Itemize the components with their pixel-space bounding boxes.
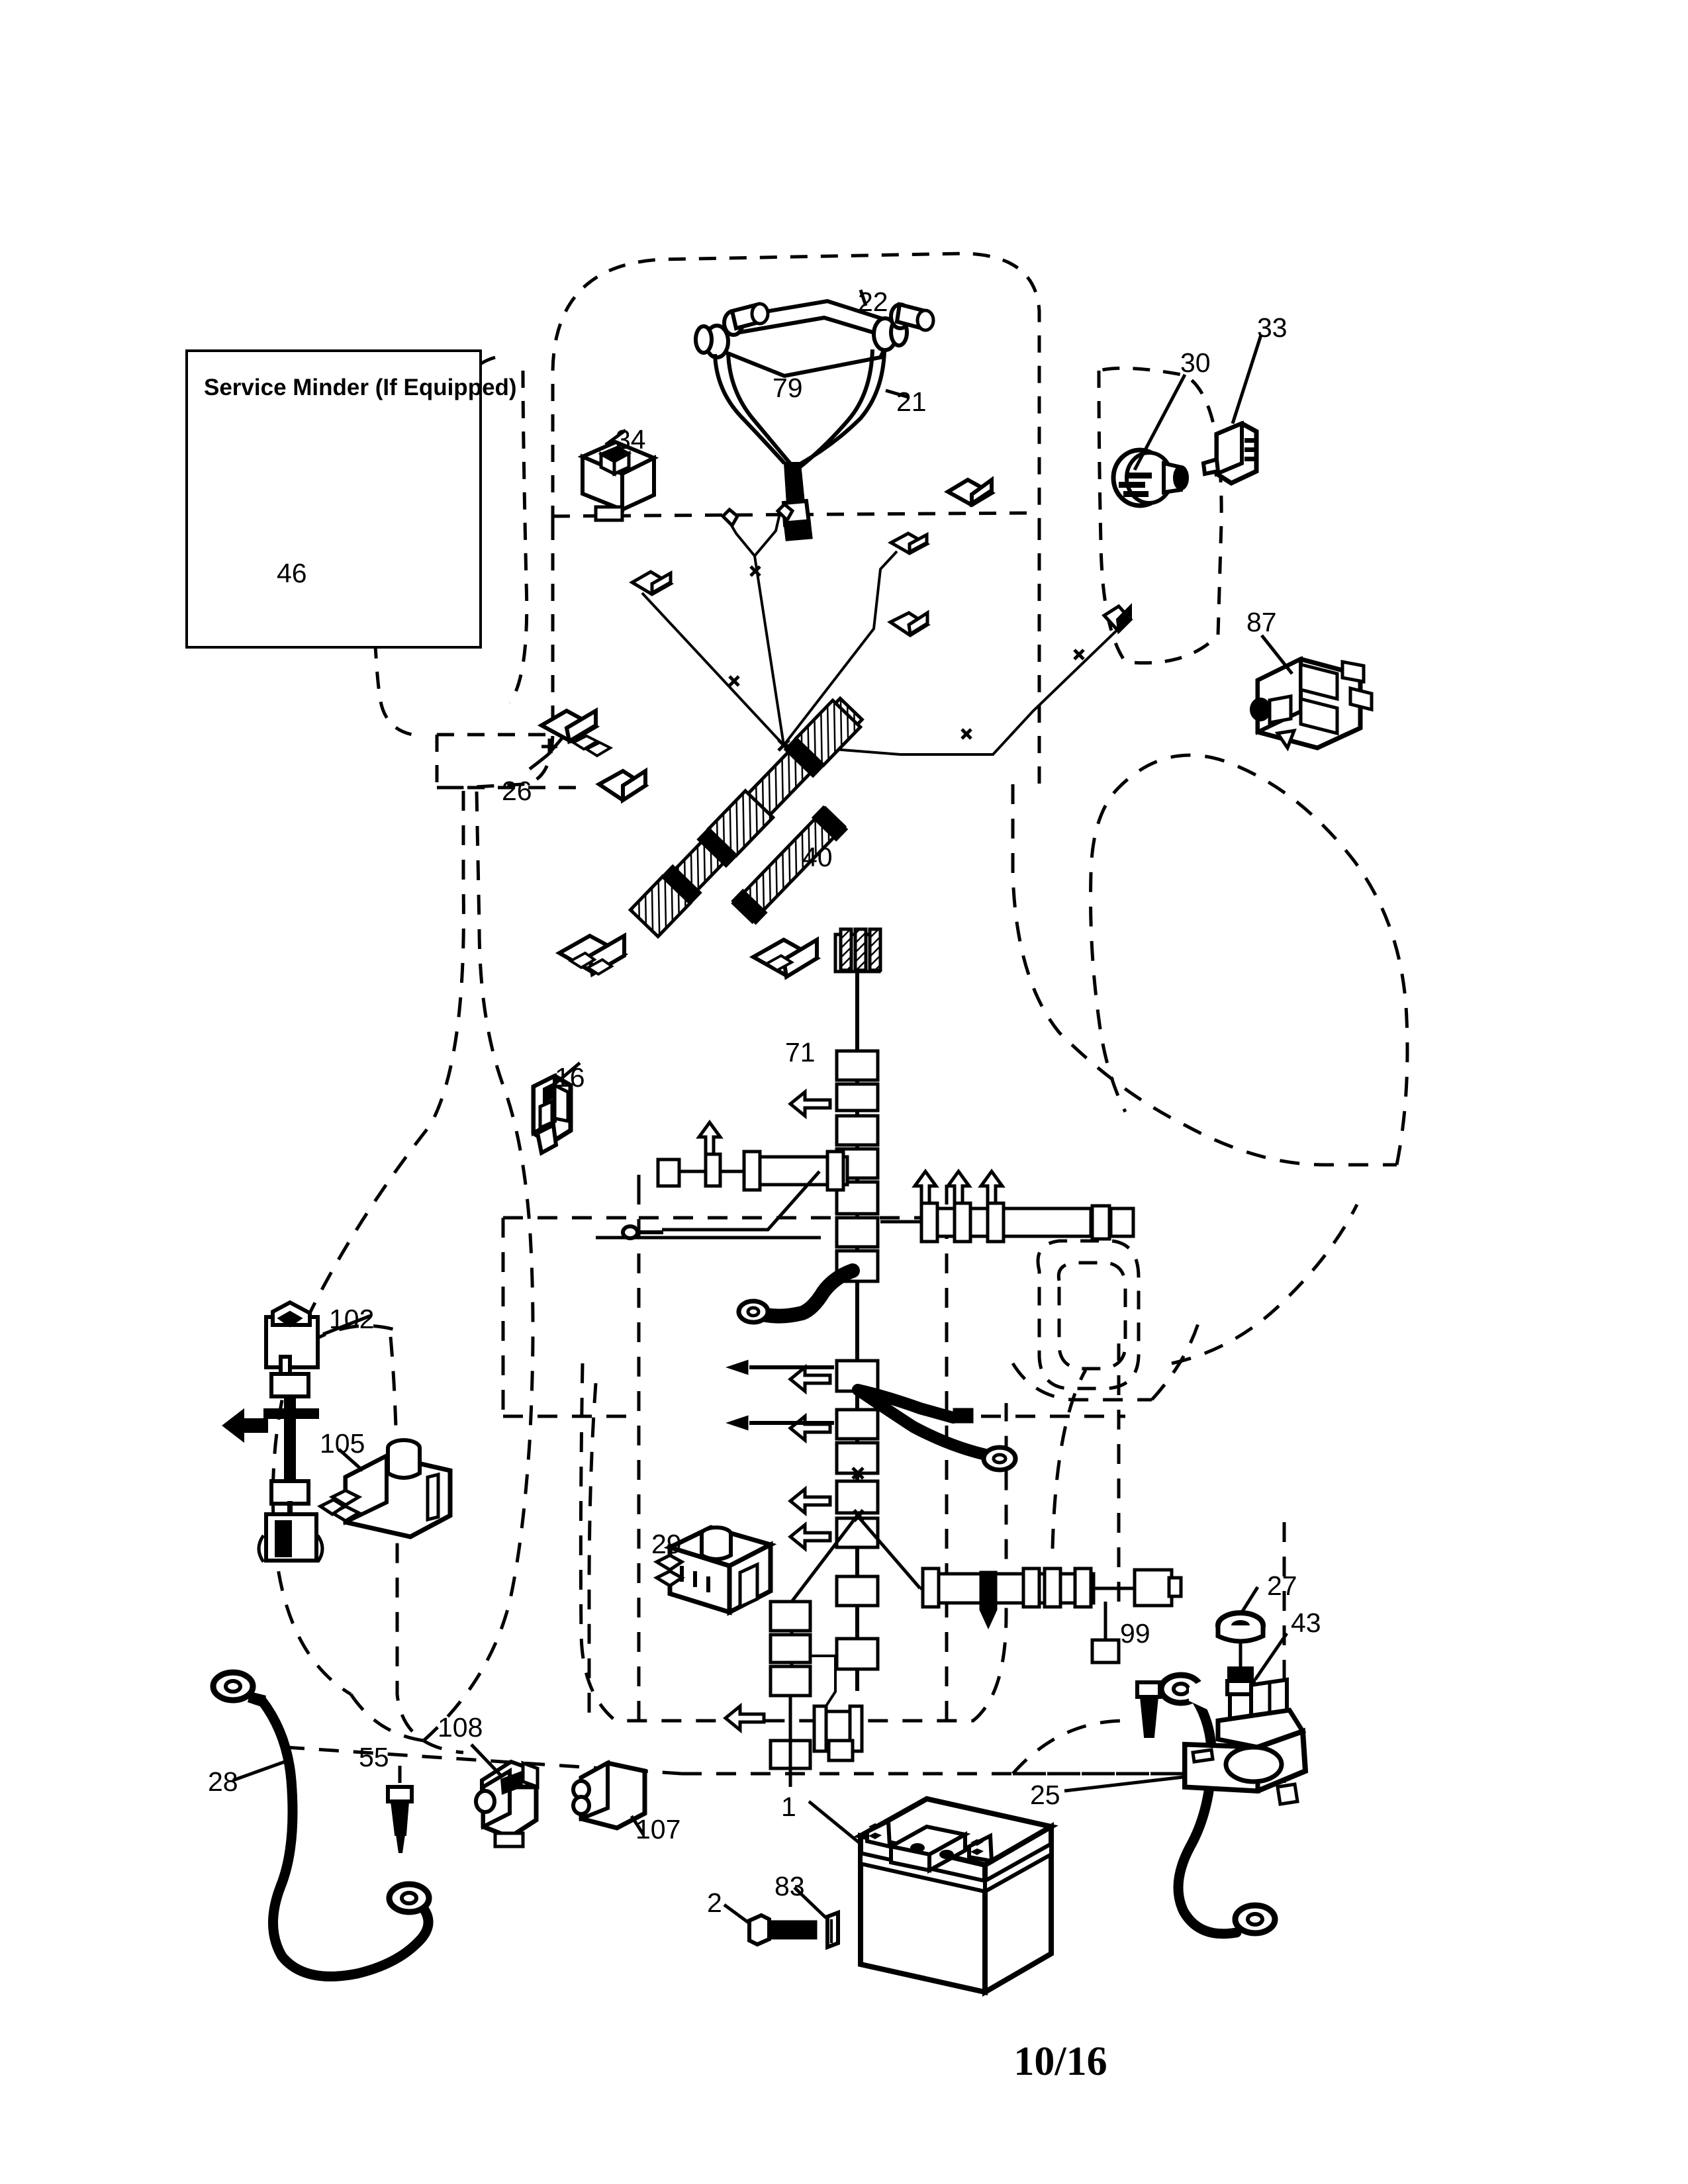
spacer-83 [793,1886,840,1950]
callout-2: 2 [707,1888,722,1918]
callout-34: 34 [616,424,646,455]
rocker-switch-34 [577,428,659,522]
callout-33: 33 [1257,312,1288,343]
solenoid-108 [470,1743,539,1848]
callout-71: 71 [785,1037,816,1068]
callout-40: 40 [802,842,833,872]
callout-87: 87 [1246,607,1277,637]
callout-83: 83 [774,1871,805,1901]
harness-branch-left [596,1119,849,1240]
callout-21: 21 [896,387,927,417]
callout-30: 30 [1180,347,1211,378]
harness-end-connectors [555,767,821,980]
callout-27: 27 [1267,1570,1297,1601]
callout-1: 1 [781,1792,796,1822]
callout-28: 28 [208,1766,238,1797]
callout-107: 107 [635,1814,681,1844]
callout-55: 55 [359,1742,389,1772]
harness-40-braid [628,696,865,939]
ignition-switch-30 [1111,373,1189,508]
callout-105: 105 [320,1428,365,1459]
ignition-key-33 [1201,334,1263,486]
callout-22: 22 [858,287,888,317]
callout-43: 43 [1291,1608,1321,1638]
harness-lower-stack [723,1600,864,1787]
pto-switch-29 [653,1525,777,1616]
lower-harness-71 [833,927,882,1691]
headlight-assembly [694,289,935,541]
page-footer: 10/16 [1013,2039,1107,2084]
callout-46: 46 [277,558,307,588]
harness-branch-right [880,1168,1135,1244]
seat-switch-lead-102 [222,1300,371,1563]
battery-1 [808,1796,1058,1997]
callout-25: 25 [1030,1780,1060,1810]
callout-102: 102 [329,1304,375,1334]
battery-cable-negative-28 [210,1669,434,1981]
callout-79: 79 [773,373,803,403]
callout-29: 29 [651,1529,682,1559]
bolt-2 [723,1903,818,1947]
fuel-solenoid-43 [1182,1586,1309,1806]
callout-26: 26 [502,776,532,806]
connector-26 [528,707,614,770]
mid-branch-2102 [726,1359,1018,1473]
ground-screw-55 [386,1766,414,1853]
service-minder-panel [185,349,482,649]
callout-108: 108 [438,1712,483,1743]
callout-16: 16 [555,1062,585,1093]
screw-99 [1135,1680,1162,1738]
harness-branch-lower-right [920,1567,1183,1664]
switch-plunger-105 [317,1438,453,1539]
relay-87 [1250,634,1374,752]
module-block-107 [571,1759,647,1836]
connector-16 [531,1062,581,1156]
callout-99: 99 [1120,1618,1150,1649]
service-minder-title: Service Minder (If Equipped) [204,375,517,400]
main-harness-40 [641,513,1127,756]
